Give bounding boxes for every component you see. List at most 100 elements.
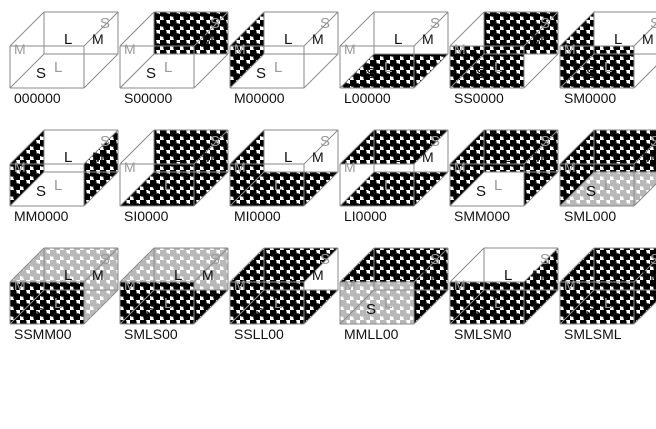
cell-caption: SMLS00 xyxy=(124,326,178,342)
box-cell-ssmm00: SLMMSLSSMM00 xyxy=(10,248,118,342)
label-l-bottom: L xyxy=(274,295,282,312)
cell-caption: L00000 xyxy=(344,90,391,106)
label-s-back: S xyxy=(650,15,656,32)
label-m-left: M xyxy=(564,41,576,57)
label-m-right: M xyxy=(312,267,324,283)
label-s-front: S xyxy=(36,183,46,200)
label-s-back: S xyxy=(650,251,656,268)
cell-caption: SI0000 xyxy=(124,208,169,224)
label-s-front: S xyxy=(146,301,156,318)
label-m-right: M xyxy=(422,31,434,47)
label-m-right: M xyxy=(422,267,434,283)
label-s-front: S xyxy=(256,65,266,82)
label-s-back: S xyxy=(100,251,110,268)
label-s-back: S xyxy=(100,133,110,150)
label-m-right: M xyxy=(642,149,654,165)
label-l-back: L xyxy=(394,149,402,166)
cell-caption: SMM000 xyxy=(454,208,510,224)
label-s-front: S xyxy=(366,183,376,200)
label-l-bottom: L xyxy=(494,177,502,194)
label-m-left: M xyxy=(234,159,246,175)
label-m-left: M xyxy=(344,159,356,175)
label-s-back: S xyxy=(540,133,550,150)
label-l-bottom: L xyxy=(384,59,392,76)
label-m-left: M xyxy=(454,41,466,57)
label-m-right: M xyxy=(202,267,214,283)
cell-caption: SS0000 xyxy=(454,90,504,106)
label-l-back: L xyxy=(504,267,512,284)
label-s-front: S xyxy=(36,301,46,318)
label-m-right: M xyxy=(92,149,104,165)
label-l-back: L xyxy=(64,267,72,284)
label-m-left: M xyxy=(124,159,136,175)
face-bottom xyxy=(340,172,448,206)
label-l-bottom: L xyxy=(274,177,282,194)
cell-caption: SM0000 xyxy=(564,90,616,106)
label-s-back: S xyxy=(320,133,330,150)
cell-caption: SMLSM0 xyxy=(454,326,512,342)
label-m-left: M xyxy=(14,159,26,175)
label-m-right: M xyxy=(92,267,104,283)
label-s-front: S xyxy=(146,183,156,200)
cell-caption: M00000 xyxy=(234,90,285,106)
label-l-bottom: L xyxy=(164,59,172,76)
box-cell-smlsml: SLMMSLSMLSML xyxy=(560,248,656,342)
face-bottom xyxy=(340,54,448,88)
label-s-back: S xyxy=(430,15,440,32)
label-l-bottom: L xyxy=(54,295,62,312)
label-s-back: S xyxy=(210,133,220,150)
label-s-back: S xyxy=(540,251,550,268)
label-l-back: L xyxy=(64,149,72,166)
box-cell-smls00: SLMMSLSMLS00 xyxy=(120,248,228,342)
box-cell-ss0000: SLMMSLSS0000 xyxy=(450,12,558,106)
box-cell-smm000: SLMMSLSMM000 xyxy=(450,130,558,224)
label-l-back: L xyxy=(614,267,622,284)
box-cell-mmll00: SLMMSLMMLL00 xyxy=(340,248,448,342)
cell-caption: SSMM00 xyxy=(14,326,72,342)
label-l-bottom: L xyxy=(54,59,62,76)
label-l-back: L xyxy=(64,31,72,48)
label-l-back: L xyxy=(174,267,182,284)
cell-caption: SMLSML xyxy=(564,326,622,342)
face-bottom xyxy=(120,172,228,206)
label-m-right: M xyxy=(312,31,324,47)
cell-caption: SML000 xyxy=(564,208,616,224)
label-l-back: L xyxy=(284,31,292,48)
label-m-right: M xyxy=(642,267,654,283)
box-cell-si0000: SLMMSLSI0000 xyxy=(120,130,228,224)
cell-caption: LI0000 xyxy=(344,208,387,224)
label-s-back: S xyxy=(650,133,656,150)
cell-caption: S00000 xyxy=(124,90,172,106)
label-s-back: S xyxy=(430,133,440,150)
label-m-left: M xyxy=(564,159,576,175)
label-l-back: L xyxy=(174,31,182,48)
label-m-right: M xyxy=(642,31,654,47)
label-s-front: S xyxy=(476,183,486,200)
label-s-front: S xyxy=(476,301,486,318)
box-cell-ssll00: SLMMSLSSLL00 xyxy=(230,248,338,342)
cell-caption: MI0000 xyxy=(234,208,281,224)
label-s-front: S xyxy=(146,65,156,82)
label-l-bottom: L xyxy=(384,177,392,194)
label-l-back: L xyxy=(614,31,622,48)
label-l-back: L xyxy=(394,267,402,284)
label-l-bottom: L xyxy=(604,177,612,194)
label-m-right: M xyxy=(532,267,544,283)
label-s-front: S xyxy=(586,301,596,318)
label-m-left: M xyxy=(564,277,576,293)
label-m-right: M xyxy=(202,31,214,47)
box-cell-mm0000: SLMMSLMM0000 xyxy=(10,130,118,224)
label-l-bottom: L xyxy=(164,177,172,194)
label-l-bottom: L xyxy=(384,295,392,312)
label-m-left: M xyxy=(14,41,26,57)
label-l-bottom: L xyxy=(164,295,172,312)
label-l-back: L xyxy=(394,31,402,48)
label-l-bottom: L xyxy=(604,295,612,312)
